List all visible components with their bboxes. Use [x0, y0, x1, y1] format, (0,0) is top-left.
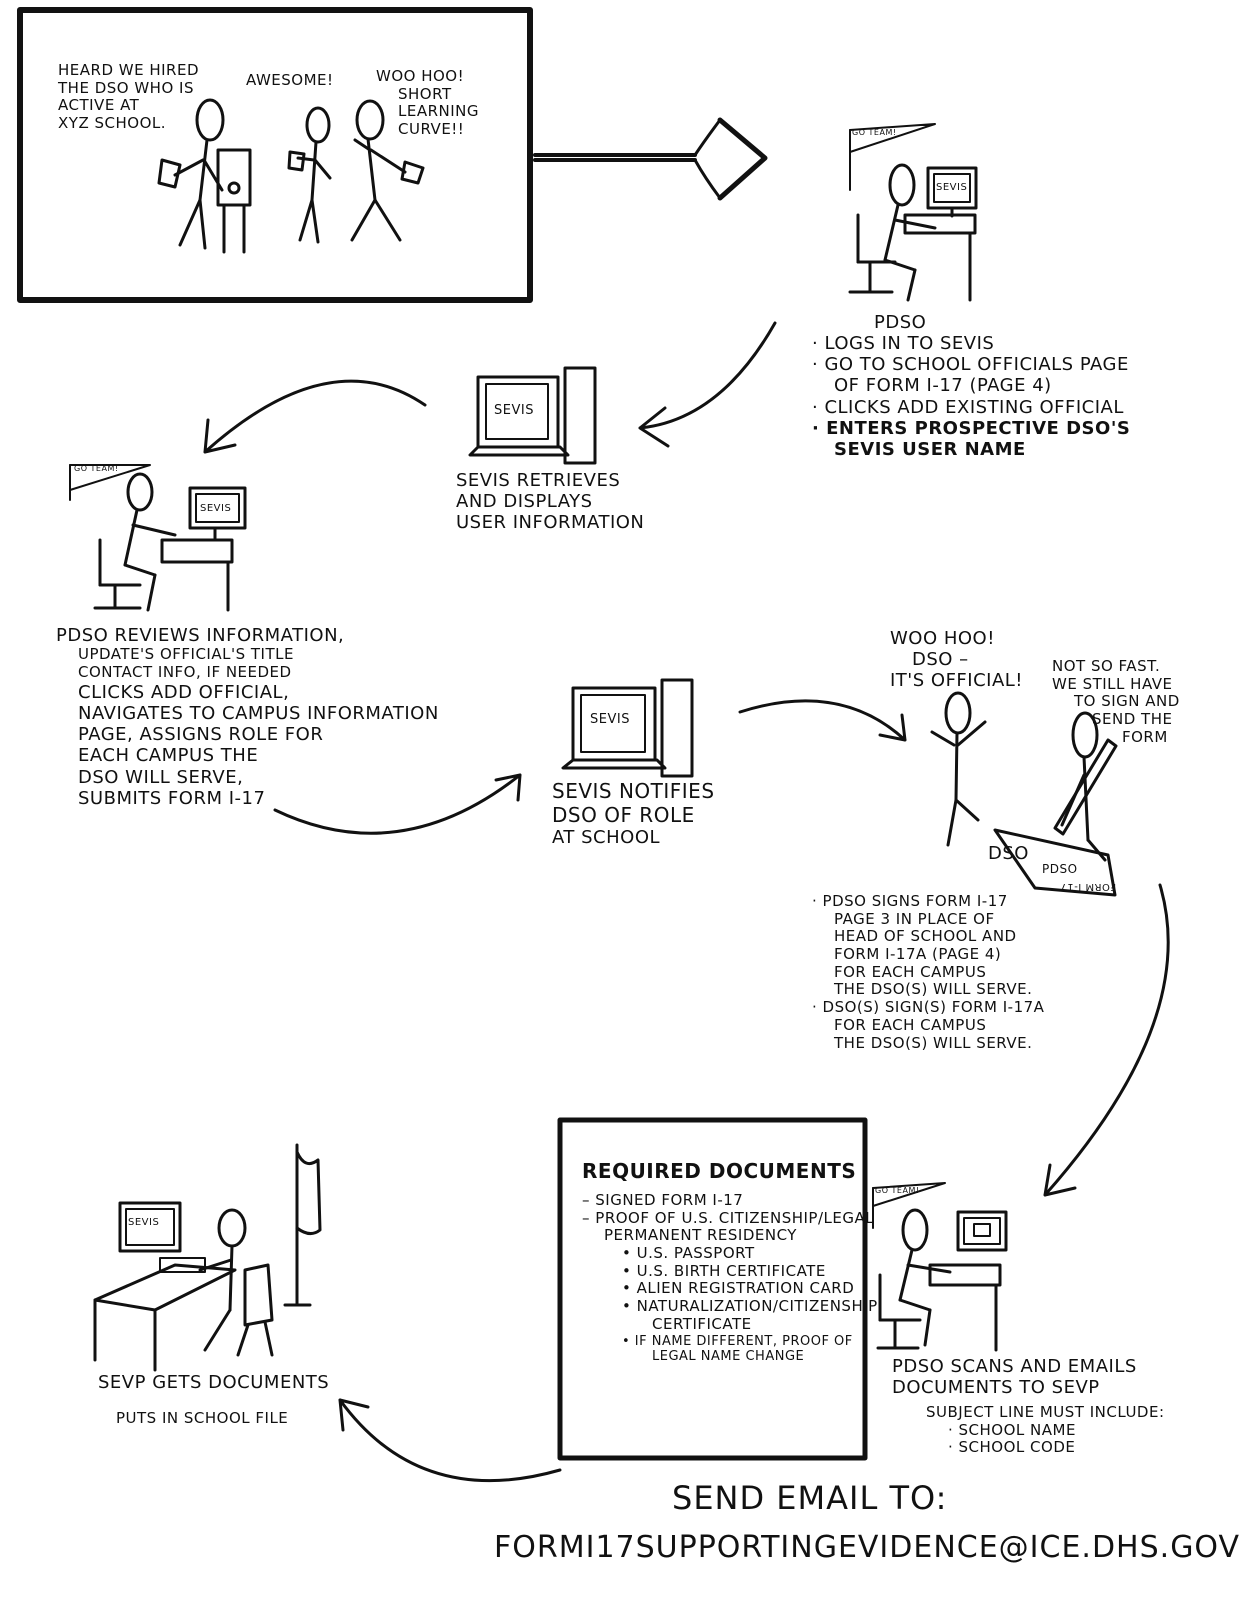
email-heading: Send email to:: [672, 1479, 948, 1517]
step1-pennant: Go Team!: [852, 128, 897, 137]
arrow-step4-to-step5: [738, 699, 907, 742]
sevis-computer-2: [468, 366, 597, 465]
step1-instructions: · Logs in to SEVIS · Go to school offici…: [812, 333, 1131, 461]
step4-screen-label: SEVIS: [590, 712, 630, 727]
step6-pennant: Go Team!: [875, 1186, 920, 1195]
step5-dso-bubble: Woo Hoo! DSO – It's official!: [890, 628, 1024, 692]
pdso-desk-scene-6: [872, 1182, 1008, 1352]
arrow-step3-to-step4: [273, 773, 522, 835]
arrow-step5-to-step6: [1043, 883, 1170, 1197]
intro-panel-frame: [17, 7, 533, 303]
step2-caption: SEVIS retrieves and displays user inform…: [456, 470, 645, 534]
required-documents-title: Required Documents: [582, 1159, 857, 1183]
intro-bubble-1: Heard we hired the DSO who is active at …: [58, 61, 199, 133]
arrow-intro-to-step1: [533, 117, 768, 201]
step3-caption: PDSO reviews information, update's offic…: [56, 625, 439, 809]
intro-bubble-2: Awesome!: [246, 71, 334, 89]
sevis-computer-4: [561, 678, 694, 778]
step2-screen-label: SEVIS: [494, 403, 534, 418]
step5-pdso-bubble: Not so fast. We still have to sign and s…: [1052, 657, 1180, 746]
intro-bubble-3: Woo Hoo! Short learning curve!!: [376, 67, 480, 139]
step5-paper-label: Form I-17: [1060, 880, 1117, 892]
arrow-step1-to-step2: [638, 321, 777, 448]
step1-screen-label: SEVIS: [936, 182, 968, 193]
arrow-step6-to-step7: [338, 1398, 562, 1483]
required-documents-list: – Signed Form I-17 – Proof of U.S. citiz…: [582, 1191, 878, 1364]
email-address[interactable]: Formi17supportingevidence@ice.dhs.gov: [494, 1530, 1241, 1565]
step6-caption: PDSO scans and emails documents to SEVP: [892, 1356, 1137, 1399]
step7-caption-2: Puts in school file: [116, 1409, 289, 1427]
step3-screen-label: SEVIS: [200, 503, 232, 514]
intro-scene: [157, 98, 425, 254]
step5-dso-label: DSO: [988, 843, 1029, 864]
step7-caption-1: SEVP gets documents: [98, 1372, 330, 1393]
signing-scene: [930, 691, 1118, 897]
pdso-desk-scene-1: [848, 123, 978, 302]
step1-title: PDSO: [874, 312, 927, 333]
pdso-desk-scene-3: [69, 464, 247, 612]
sevp-office-scene: [93, 1143, 322, 1372]
step5-instructions: · PDSO signs Form I-17 page 3 in place o…: [812, 892, 1045, 1052]
step3-pennant: Go Team!: [74, 464, 119, 473]
arrow-step2-to-step3: [203, 379, 427, 454]
step5-pdso-label: PDSO: [1042, 862, 1078, 876]
required-documents-frame: [557, 1117, 868, 1461]
step4-caption: SEVIS notifies DSO of role at school: [552, 779, 715, 849]
step6-subject-line: Subject line must include: · School name…: [926, 1403, 1165, 1457]
step7-screen-label: SEVIS: [128, 1217, 160, 1228]
